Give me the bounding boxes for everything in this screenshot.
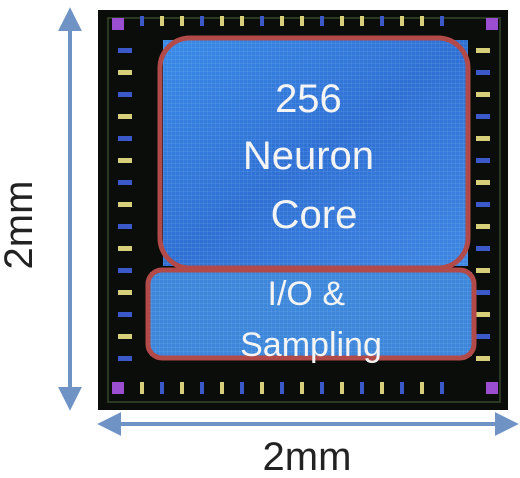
bond-pad: [476, 202, 490, 207]
bond-pad: [240, 16, 244, 26]
io-sampling-label: I/O & Sampling: [240, 275, 382, 364]
bond-pad: [440, 382, 444, 394]
bond-pad: [118, 70, 132, 75]
bond-pads: [112, 16, 498, 394]
bond-pad: [118, 180, 132, 185]
bond-pad: [118, 334, 132, 339]
bond-pad: [476, 268, 490, 273]
neuron-core-grid: [163, 40, 468, 266]
bond-pad: [476, 114, 490, 119]
bond-pad: [360, 16, 364, 26]
bond-pad: [118, 48, 132, 53]
bond-pad: [400, 16, 404, 26]
core-label-line-3: Core: [271, 193, 358, 237]
bond-pad: [140, 382, 144, 394]
bond-pad: [476, 92, 490, 97]
bond-pad: [280, 16, 284, 26]
bond-pad: [118, 92, 132, 97]
bond-pad: [220, 16, 224, 26]
bond-pad: [476, 48, 490, 53]
bond-pad: [160, 382, 164, 394]
bond-pad: [220, 382, 224, 394]
corner-pad: [112, 382, 124, 394]
neuron-core-label: 256 Neuron Core: [243, 77, 385, 237]
bond-pad: [360, 382, 364, 394]
bond-pad: [280, 382, 284, 394]
bond-pad: [118, 202, 132, 207]
bond-pad: [476, 224, 490, 229]
core-label-line-2: Neuron: [243, 134, 374, 178]
bond-pad: [260, 382, 264, 394]
bond-pad: [118, 290, 132, 295]
bond-pad: [420, 382, 424, 394]
bond-pad: [476, 246, 490, 251]
bond-pad: [140, 16, 144, 26]
bond-pad: [118, 224, 132, 229]
bond-pad: [200, 382, 204, 394]
bond-pad: [320, 382, 324, 394]
bond-pad: [260, 16, 264, 26]
bond-pad: [118, 246, 132, 251]
io-label-line-2: Sampling: [240, 326, 382, 364]
bond-pad: [200, 16, 204, 26]
bond-pad: [476, 158, 490, 163]
corner-pad: [112, 18, 124, 30]
core-label-line-1: 256: [275, 77, 342, 121]
corner-pad: [486, 18, 498, 30]
io-sampling-highlight: [145, 267, 477, 361]
bond-pad: [340, 382, 344, 394]
bond-pad: [118, 268, 132, 273]
bond-pad: [400, 382, 404, 394]
bond-pad: [476, 334, 490, 339]
bond-pad: [160, 16, 164, 26]
bond-pad: [476, 70, 490, 75]
bond-pad: [380, 382, 384, 394]
io-sampling-grid: [150, 272, 472, 356]
bond-pad: [476, 180, 490, 185]
corner-pad: [486, 382, 498, 394]
bond-pad: [476, 290, 490, 295]
bond-pad: [118, 114, 132, 119]
bond-pad: [300, 16, 304, 26]
bond-pad: [476, 356, 490, 361]
bond-pad: [240, 382, 244, 394]
bond-pad: [340, 16, 344, 26]
height-label: 2mm: [0, 181, 41, 270]
bond-pad: [440, 16, 444, 26]
bond-pad: [476, 136, 490, 141]
bond-pad: [180, 382, 184, 394]
bond-pad: [118, 158, 132, 163]
bond-pad: [420, 16, 424, 26]
width-label: 2mm: [263, 435, 352, 478]
io-label-line-1: I/O &: [268, 275, 346, 313]
bond-pad: [118, 136, 132, 141]
bond-pad: [180, 16, 184, 26]
bond-pad: [476, 312, 490, 317]
bond-pad: [118, 312, 132, 317]
bond-pad: [118, 356, 132, 361]
bond-pad: [300, 382, 304, 394]
bond-pad: [380, 16, 384, 26]
bond-pad: [320, 16, 324, 26]
